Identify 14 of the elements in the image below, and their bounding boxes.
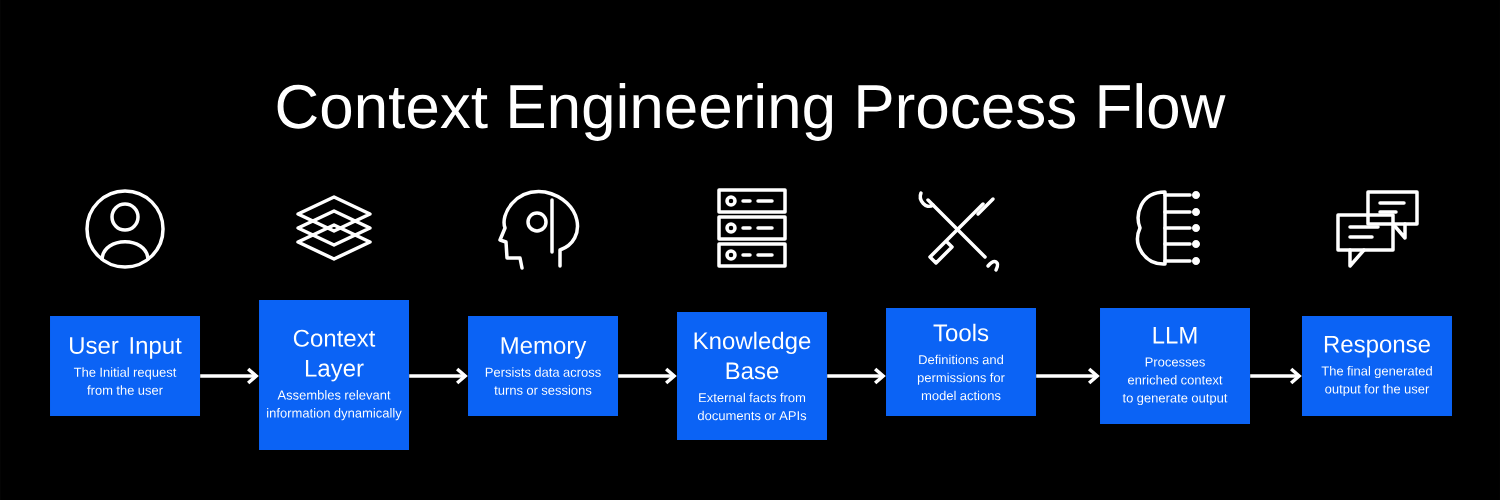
process-box: User Input The Initial request from the user <box>50 316 200 416</box>
process-box: Response The final generated output for the user <box>1302 316 1452 416</box>
arrow <box>409 367 468 385</box>
process-box: Tools Definitions and permissions for model actions <box>886 308 1036 416</box>
arrow <box>618 367 677 385</box>
title: Context Engineering Process Flow <box>277 83 1226 141</box>
process-box: Knowledge Base External facts from documents or APIs <box>677 312 827 440</box>
process-box: Memory Persists data across turns or sessions <box>468 316 618 416</box>
arrow <box>1250 367 1302 385</box>
process-box: LLM Processes enriched context to generate output <box>1100 308 1250 424</box>
process-box: Context Layer Assembles relevant information dynamically <box>259 300 409 450</box>
arrow <box>827 367 886 385</box>
arrow <box>1036 367 1100 385</box>
arrow <box>200 367 259 385</box>
